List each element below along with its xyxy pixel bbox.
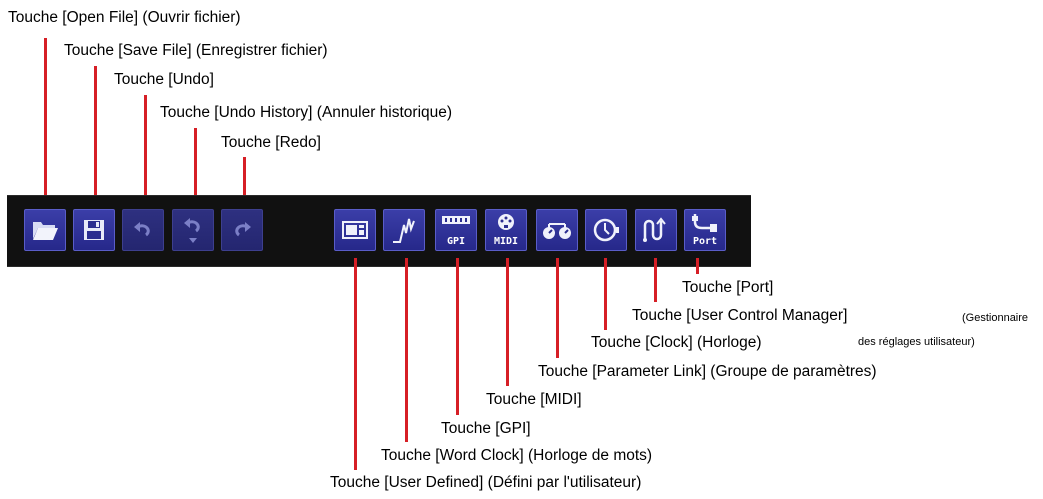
open-file-button[interactable] [24,209,66,251]
port-leader [696,258,699,274]
word-clock-button[interactable] [383,209,425,251]
parameter-link-icon [543,223,571,239]
undo-icon [134,222,150,237]
redo-leader [243,157,246,200]
user-defined-icon [342,221,368,239]
parameter-link-button[interactable] [536,209,578,251]
undo-history-button[interactable] [172,209,214,251]
midi-button[interactable]: MIDI [485,209,527,251]
port-button-text: Port [692,236,718,247]
toolbar: GPI MIDI [7,195,751,267]
clock-icon [593,218,619,242]
save-file-label: Touche [Save File] (Enregistrer fichier) [64,42,328,59]
redo-icon [235,222,251,237]
gpi-button[interactable]: GPI [435,209,477,251]
parameter-link-label: Touche [Parameter Link] (Groupe de param… [538,363,877,380]
redo-button[interactable] [221,209,263,251]
clock-button[interactable] [585,209,627,251]
parameter-link-leader [556,258,559,358]
word-clock-leader [405,258,408,442]
user-defined-label: Touche [User Defined] (Défini par l'util… [330,474,642,491]
redo-label: Touche [Redo] [221,134,321,151]
undo-history-leader [194,128,197,200]
undo-history-icon [184,218,200,243]
midi-button-text: MIDI [493,236,519,247]
port-button[interactable]: Port [684,209,726,251]
undo-history-label: Touche [Undo History] (Annuler historiqu… [160,104,453,121]
clock-label: Touche [Clock] (Horloge) [591,334,762,351]
open-file-label: Touche [Open File] (Ouvrir fichier) [8,9,241,26]
gpi-label: Touche [GPI] [441,420,531,437]
open-file-leader [44,38,47,200]
undo-leader [144,95,147,200]
midi-label: Touche [MIDI] [486,391,582,408]
user-control-manager-leader [654,258,657,302]
user-defined-button[interactable] [334,209,376,251]
gpi-leader [456,258,459,415]
user-defined-leader [354,258,357,470]
port-plug-icon [692,214,717,232]
user-control-manager-note-2: des réglages utilisateur) [858,336,975,348]
midi-leader [506,258,509,386]
gpi-button-text: GPI [446,236,466,247]
word-clock-label: Touche [Word Clock] (Horloge de mots) [381,447,653,464]
gpi-connector-icon [442,216,470,224]
user-control-manager-note-1: (Gestionnaire [962,312,1029,324]
undo-label: Touche [Undo] [114,71,214,88]
clock-leader [604,258,607,330]
folder-icon [33,222,58,240]
midi-connector-icon [498,214,514,230]
user-control-manager-button[interactable] [635,209,677,251]
port-label: Touche [Port] [682,279,774,296]
waveform-icon [393,218,415,243]
save-file-button[interactable] [73,209,115,251]
user-control-manager-label: Touche [User Control Manager] [632,307,848,324]
user-control-manager-icon [643,217,666,242]
undo-button[interactable] [122,209,164,251]
save-file-leader [94,66,97,200]
floppy-disk-icon [84,220,104,240]
